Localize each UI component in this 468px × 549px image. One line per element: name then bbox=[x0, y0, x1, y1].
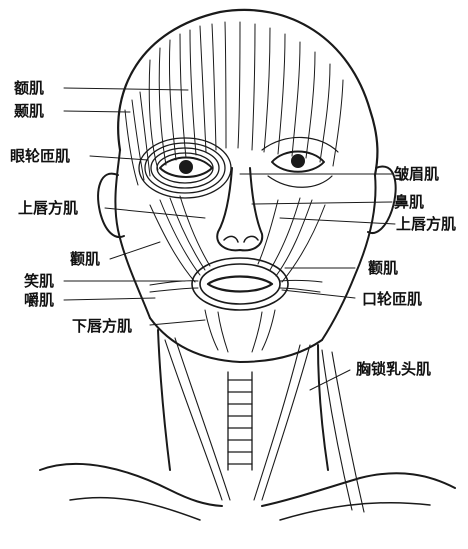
label-frontalis: 额肌 bbox=[14, 79, 44, 97]
label-sternocleidomastoid: 胸锁乳头肌 bbox=[356, 360, 431, 378]
label-corrugator: 皱眉肌 bbox=[394, 165, 439, 183]
label-zygomaticus-right: 颧肌 bbox=[368, 259, 398, 277]
label-orbicularis-oris: 口轮匝肌 bbox=[362, 290, 422, 308]
label-nasalis: 鼻肌 bbox=[394, 193, 424, 211]
label-temporalis: 颞肌 bbox=[14, 102, 44, 120]
label-zygomaticus-left: 颧肌 bbox=[70, 250, 100, 268]
label-depressor-labii: 下唇方肌 bbox=[72, 317, 132, 335]
label-levator-labii-left: 上唇方肌 bbox=[18, 199, 78, 217]
label-risorius: 笑肌 bbox=[24, 272, 54, 290]
label-orbicularis-oculi: 眼轮匝肌 bbox=[10, 147, 70, 165]
label-levator-labii-right: 上唇方肌 bbox=[396, 215, 456, 233]
label-masseter: 嚼肌 bbox=[24, 291, 54, 309]
